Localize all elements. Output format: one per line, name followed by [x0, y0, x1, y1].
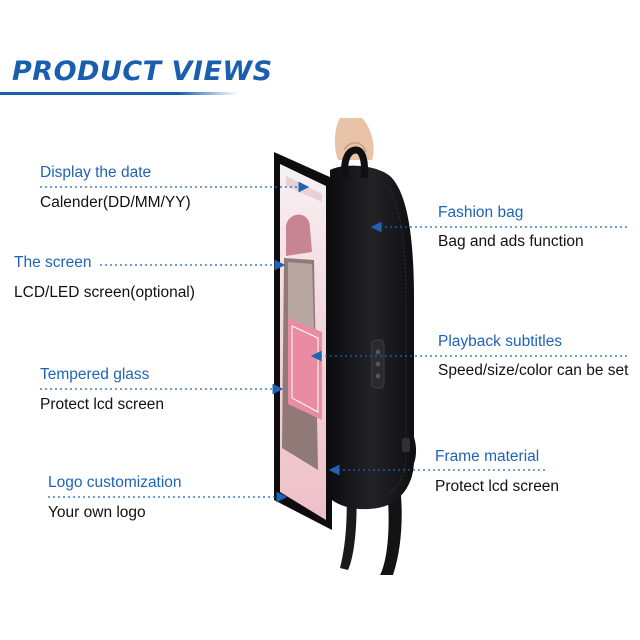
feature-desc-bag: Bag and ads function	[438, 233, 584, 250]
feature-desc-frame: Protect lcd screen	[435, 478, 560, 495]
feature-title-glass: Tempered glass	[40, 366, 150, 383]
feature-desc-screen: LCD/LED screen(optional)	[14, 284, 195, 301]
feature-title-logo: Logo customization	[48, 474, 182, 491]
sale-banner	[288, 318, 322, 420]
feature-title-display-date: Display the date	[40, 164, 152, 181]
feature-title-frame: Frame material	[435, 448, 540, 465]
feature-title-bag: Fashion bag	[438, 204, 524, 221]
feature-desc-logo: Your own logo	[48, 504, 146, 521]
feature-title-screen: The screen	[14, 254, 92, 271]
feature-desc-glass: Protect lcd screen	[40, 396, 165, 413]
page-title: PRODUCT VIEWS	[12, 56, 273, 87]
feature-desc-subtitles: Speed/size/color can be set	[438, 362, 629, 379]
title-underline	[0, 92, 238, 95]
feature-title-subtitles: Playback subtitles	[438, 333, 563, 350]
bag-body	[330, 165, 414, 510]
feature-desc-display-date: Calender(DD/MM/YY)	[40, 194, 191, 211]
